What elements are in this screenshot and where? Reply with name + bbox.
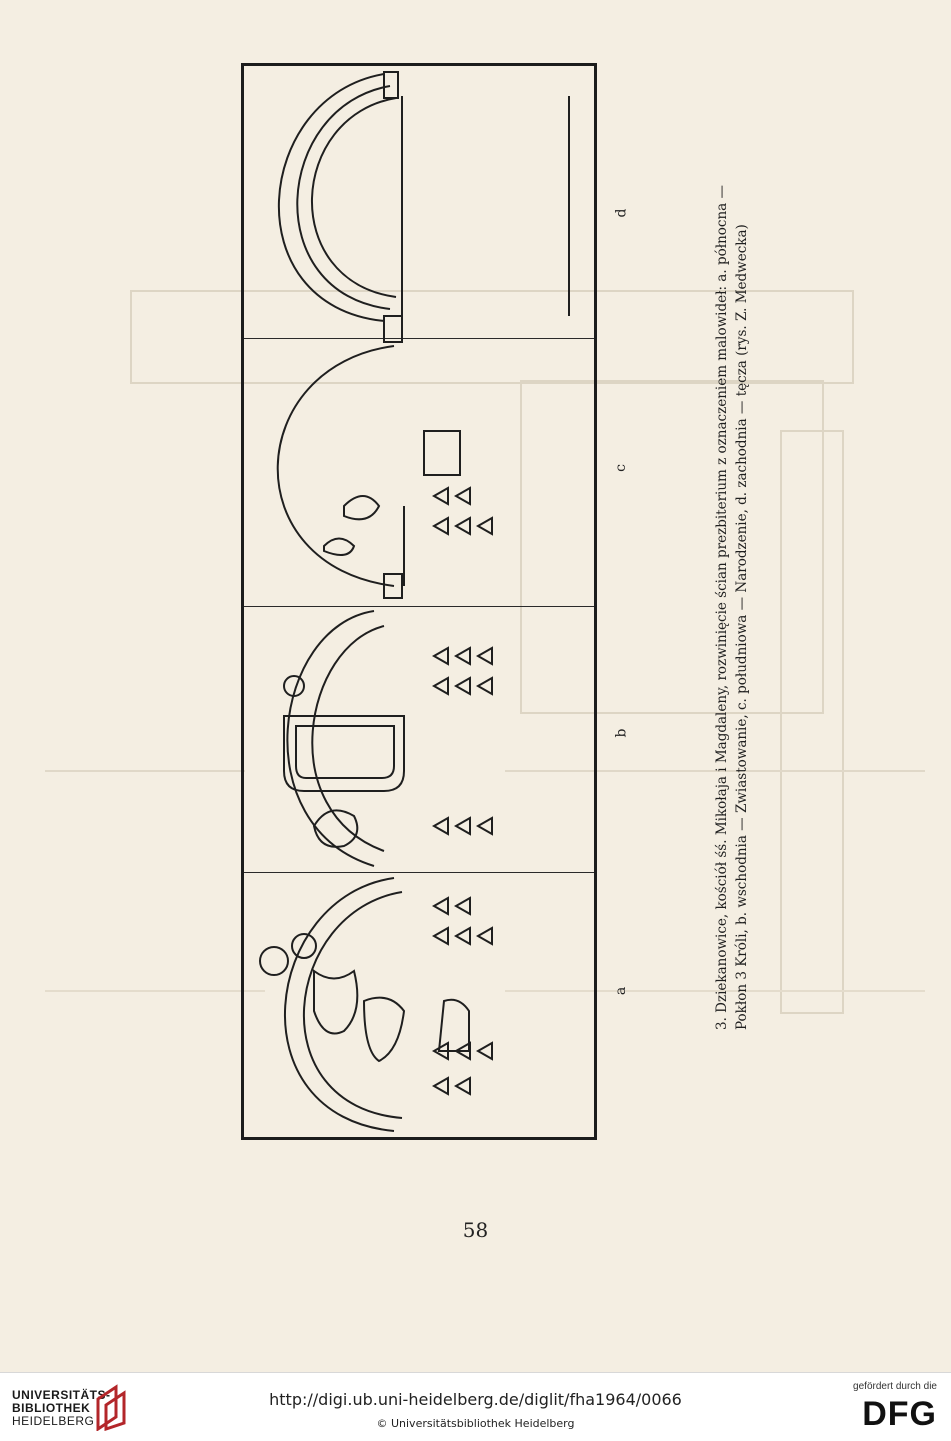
page-number: 58 — [462, 1218, 489, 1242]
show-through-text-right — [505, 770, 925, 892]
show-through-plan-lower — [520, 380, 824, 714]
scanned-page: d c b a 3. Dziekanowice, kościół śś. Mik… — [45, 63, 925, 1242]
dfg-logo-icon: DFG — [862, 1395, 937, 1433]
show-through-plan — [130, 290, 854, 384]
panel-divider-cb — [244, 606, 594, 607]
viewer-footer: UNIVERSITÄTS- BIBLIOTHEK HEIDELBERG http… — [0, 1372, 951, 1441]
mural-line-drawing — [259, 71, 570, 1132]
show-through-notes-left — [45, 990, 265, 1142]
panel-label-a: a — [613, 986, 630, 996]
wall-drawing-figure — [241, 63, 597, 1140]
panel-divider-dc — [244, 338, 594, 339]
library-name-line-3: HEIDELBERG — [12, 1414, 95, 1428]
library-name-line-1: UNIVERSITÄTS- — [12, 1388, 111, 1402]
caption-line-1: 3. Dziekanowice, kościół śś. Mikołaja i … — [714, 184, 730, 1030]
show-through-column — [780, 430, 844, 1014]
copyright-notice: © Universitätsbibliothek Heidelberg — [376, 1417, 575, 1430]
panel-label-d: d — [613, 208, 630, 218]
panel-divider-ba — [244, 872, 594, 873]
library-logo-icon — [96, 1384, 126, 1431]
caption-line-2: Pokłon 3 Króli, b. wschodnia — Zwiastowa… — [734, 224, 750, 1030]
page-url-link[interactable]: http://digi.ub.uni-heidelberg.de/diglit/… — [269, 1390, 682, 1409]
funder-note: gefördert durch die — [853, 1381, 937, 1392]
panel-label-c: c — [612, 464, 629, 472]
figure-caption: 3. Dziekanowice, kościół śś. Mikołaja i … — [712, 184, 752, 1030]
library-name: UNIVERSITÄTS- BIBLIOTHEK HEIDELBERG — [12, 1389, 111, 1428]
show-through-notes-right — [505, 990, 925, 1192]
show-through-text-left — [45, 770, 245, 842]
panel-label-b: b — [613, 728, 630, 738]
library-name-line-2: BIBLIOTHEK — [12, 1401, 91, 1415]
